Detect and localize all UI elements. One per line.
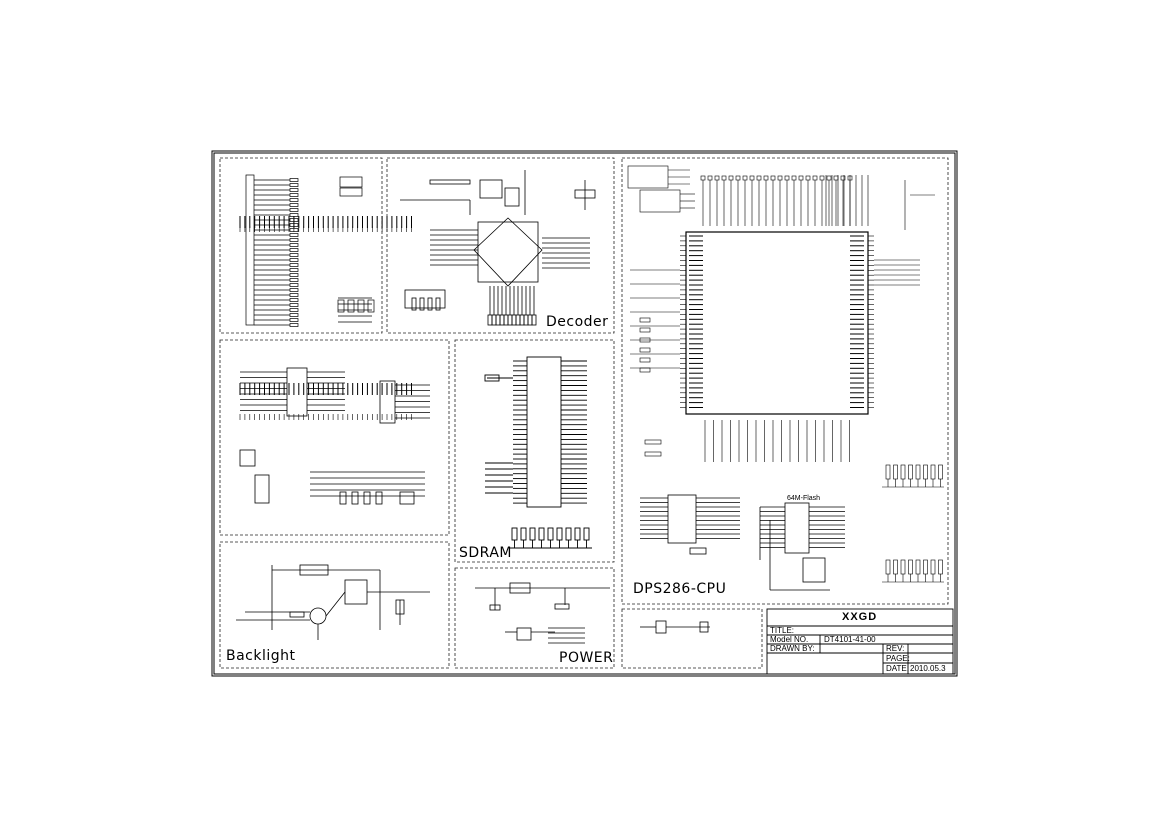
drawn-by-label: DRAWN BY: <box>770 644 815 653</box>
title-block <box>766 608 954 675</box>
block-label-decoder: Decoder <box>546 314 609 330</box>
rev-label: REV: <box>886 644 905 653</box>
flash-chips <box>640 494 845 591</box>
lcd-connector <box>245 174 375 327</box>
backlight-parts <box>236 564 430 640</box>
model-label: Model NO. <box>770 635 809 644</box>
title-label: TITLE: <box>770 626 795 635</box>
cpu-chip <box>239 216 874 420</box>
page-label: PAGE: <box>886 654 910 663</box>
date-value: 2010.05.3 <box>910 664 946 673</box>
power-parts <box>475 582 710 644</box>
block-label-power: POWER <box>559 650 614 666</box>
block-label-cpu: DPS286-CPU <box>633 581 727 597</box>
flash-label: 64M-Flash <box>787 495 821 502</box>
mid-left-chips <box>239 367 430 505</box>
decoder-chip <box>400 170 596 326</box>
title-block-company: XXGD <box>842 611 878 623</box>
date-label: DATE: <box>886 664 909 673</box>
sdram-chip <box>484 356 592 549</box>
block-label-sdram: SDRAM <box>459 545 512 561</box>
model-value: DT4101-41-00 <box>824 635 876 644</box>
block-label-backlight: Backlight <box>226 648 296 664</box>
